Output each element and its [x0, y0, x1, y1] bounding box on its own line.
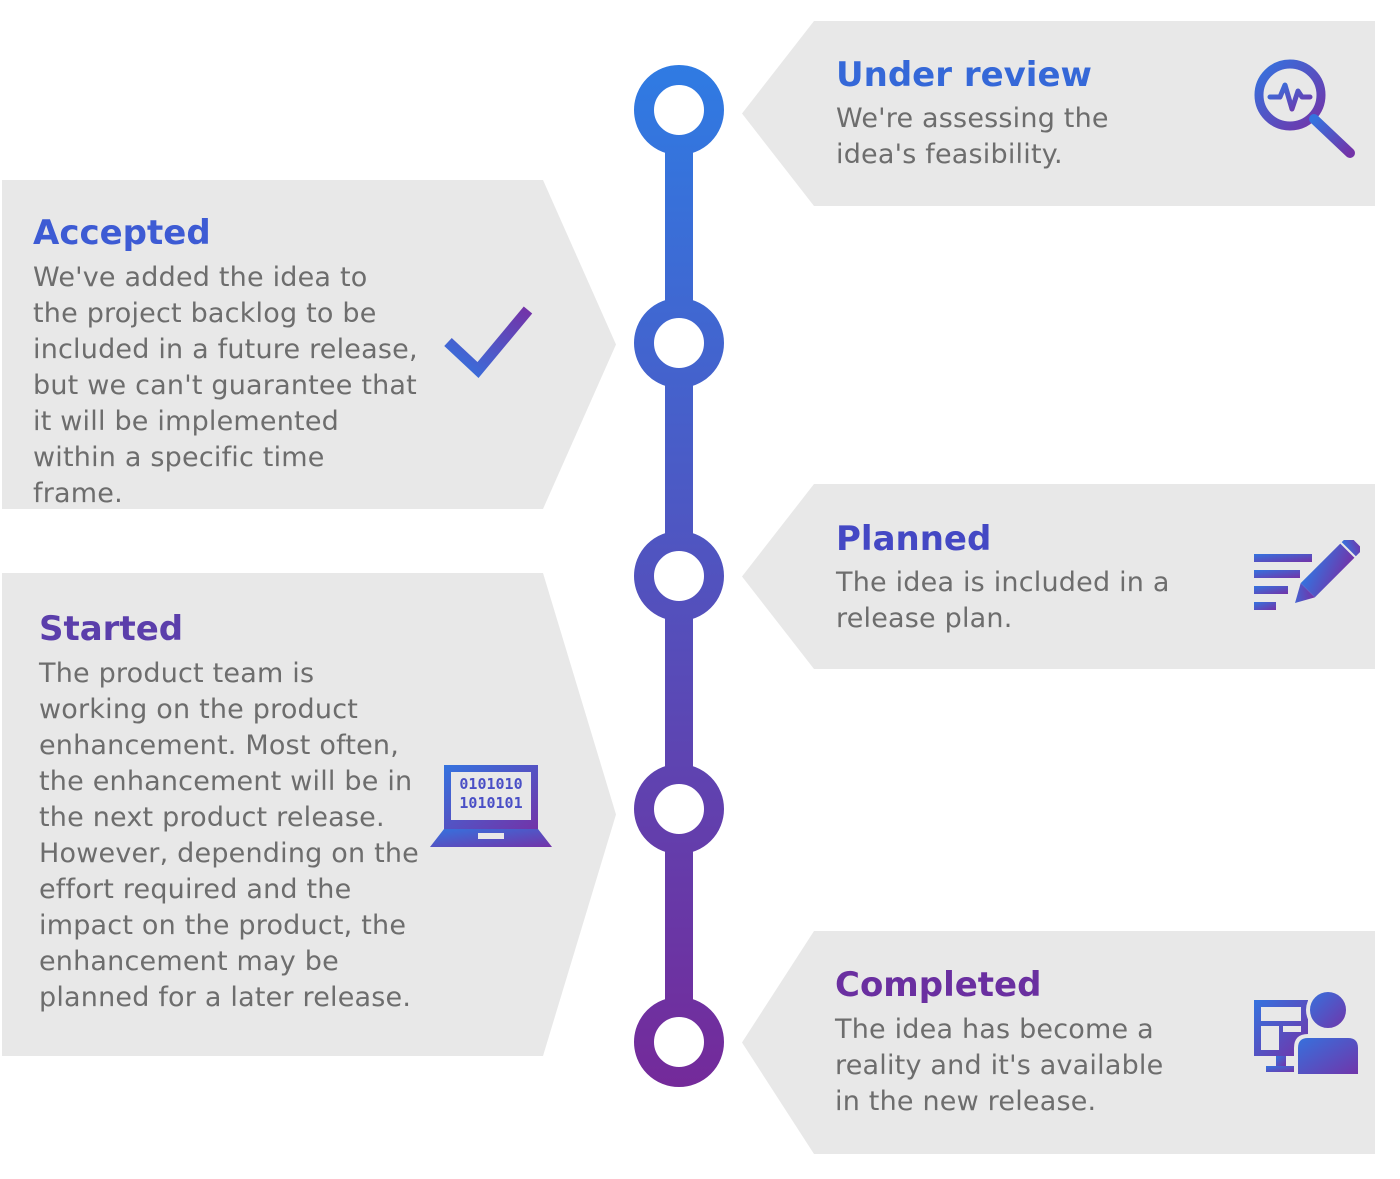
laptop-code-line-2: 1010101: [459, 794, 522, 812]
stage-title-accepted: Accepted: [33, 213, 211, 253]
stage-title-under-review: Under review: [836, 55, 1092, 95]
stage-title-completed: Completed: [835, 965, 1042, 1005]
timeline-node-planned: [634, 531, 724, 621]
plan-pencil-icon: [1254, 540, 1360, 610]
stage-title-planned: Planned: [836, 519, 992, 559]
laptop-code-line-1: 0101010: [459, 775, 522, 793]
stage-description-accepted: We've added the idea to the project back…: [33, 262, 418, 509]
timeline-node-started: [634, 764, 724, 854]
stage-description-under-review: We're assessing the idea's feasibility.: [836, 103, 1109, 170]
timeline-node-completed: [634, 997, 724, 1087]
checkmark-icon: [444, 306, 533, 378]
user-monitor-icon: [1254, 988, 1362, 1078]
stage-card-accepted: [2, 180, 616, 509]
stage-description-started: The product team is working on the produ…: [39, 658, 419, 1013]
laptop-binary-icon: 0101010 1010101: [430, 765, 552, 847]
timeline-node-under-review: [634, 65, 724, 155]
timeline-node-accepted: [634, 298, 724, 388]
stage-description-planned: The idea is included in a release plan.: [836, 567, 1170, 634]
stage-description-completed: The idea has become a reality and it's a…: [835, 1014, 1164, 1117]
magnifier-pulse-icon: [1254, 59, 1355, 158]
stage-title-started: Started: [39, 609, 184, 649]
